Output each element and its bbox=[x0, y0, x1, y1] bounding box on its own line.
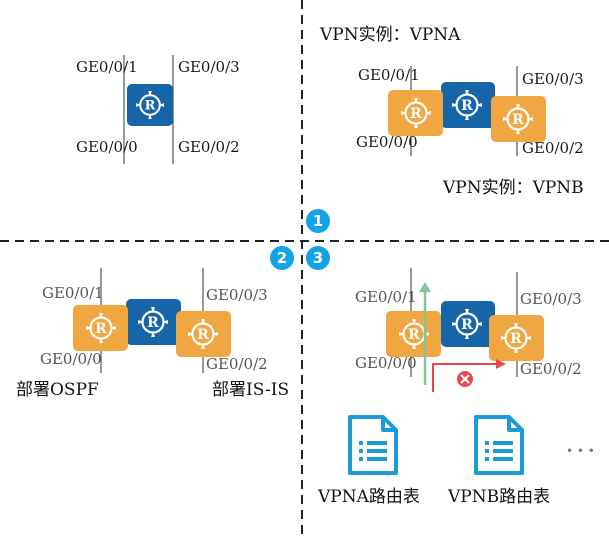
more-tables-ellipsis: • • • bbox=[566, 444, 595, 458]
port-label-ge002: GE0/0/2 bbox=[206, 355, 268, 373]
route-allowed-arrow bbox=[419, 282, 431, 385]
vpna-routing-table-label: VPNA路由表 bbox=[317, 487, 420, 507]
port-label-ge003: GE0/0/3 bbox=[520, 290, 582, 308]
deploy-isis-label: 部署IS-IS bbox=[212, 380, 289, 400]
port-label-ge000: GE0/0/0 bbox=[40, 350, 102, 368]
port-label-ge001: GE0/0/1 bbox=[76, 58, 138, 76]
port-label-ge000: GE0/0/0 bbox=[356, 133, 418, 151]
step-badge-3: 3 bbox=[306, 246, 330, 270]
vpnb-routing-table-label: VPNB路由表 bbox=[447, 487, 550, 507]
quadrant-2-vpn-instances: VPN实例：VPNA GE0/0/1 GE0/0/3 GE0/0/0 GE0/0… bbox=[319, 25, 584, 198]
port-label-ge000: GE0/0/0 bbox=[76, 138, 138, 156]
step-number-1: 1 bbox=[313, 212, 323, 230]
quadrant-1-physical-router: GE0/0/1 GE0/0/3 GE0/0/0 GE0/0/2 bbox=[76, 55, 240, 164]
vpn-instance-b-label: VPN实例：VPNB bbox=[442, 178, 584, 198]
step-number-3: 3 bbox=[313, 249, 323, 267]
deploy-ospf-label: 部署OSPF bbox=[16, 380, 99, 400]
port-label-ge003: GE0/0/3 bbox=[206, 286, 268, 304]
step-badge-1: 1 bbox=[306, 209, 330, 233]
document-icon bbox=[474, 415, 524, 475]
port-label-ge001: GE0/0/1 bbox=[42, 284, 104, 302]
step-badge-2: 2 bbox=[270, 246, 294, 270]
port-label-ge003: GE0/0/3 bbox=[178, 58, 240, 76]
port-label-ge001: GE0/0/1 bbox=[358, 66, 420, 84]
step-number-2: 2 bbox=[277, 249, 287, 267]
port-label-ge003: GE0/0/3 bbox=[522, 70, 584, 88]
vpn-instance-a-label: VPN实例：VPNA bbox=[319, 25, 461, 45]
blocked-x-icon bbox=[457, 371, 473, 387]
port-label-ge002: GE0/0/2 bbox=[522, 139, 584, 157]
quadrant-4-route-isolation: GE0/0/1 GE0/0/3 GE0/0/0 GE0/0/2 VPNA路由表 … bbox=[317, 268, 595, 507]
quadrant-3-routing-protocols: GE0/0/1 GE0/0/3 GE0/0/0 GE0/0/2 部署OSPF 部… bbox=[16, 268, 289, 400]
route-blocked-arrow bbox=[432, 359, 506, 392]
port-label-ge002: GE0/0/2 bbox=[520, 360, 582, 378]
port-label-ge002: GE0/0/2 bbox=[178, 138, 240, 156]
document-icon bbox=[348, 415, 398, 475]
port-label-ge000: GE0/0/0 bbox=[355, 354, 417, 372]
port-label-ge001: GE0/0/1 bbox=[355, 288, 417, 306]
